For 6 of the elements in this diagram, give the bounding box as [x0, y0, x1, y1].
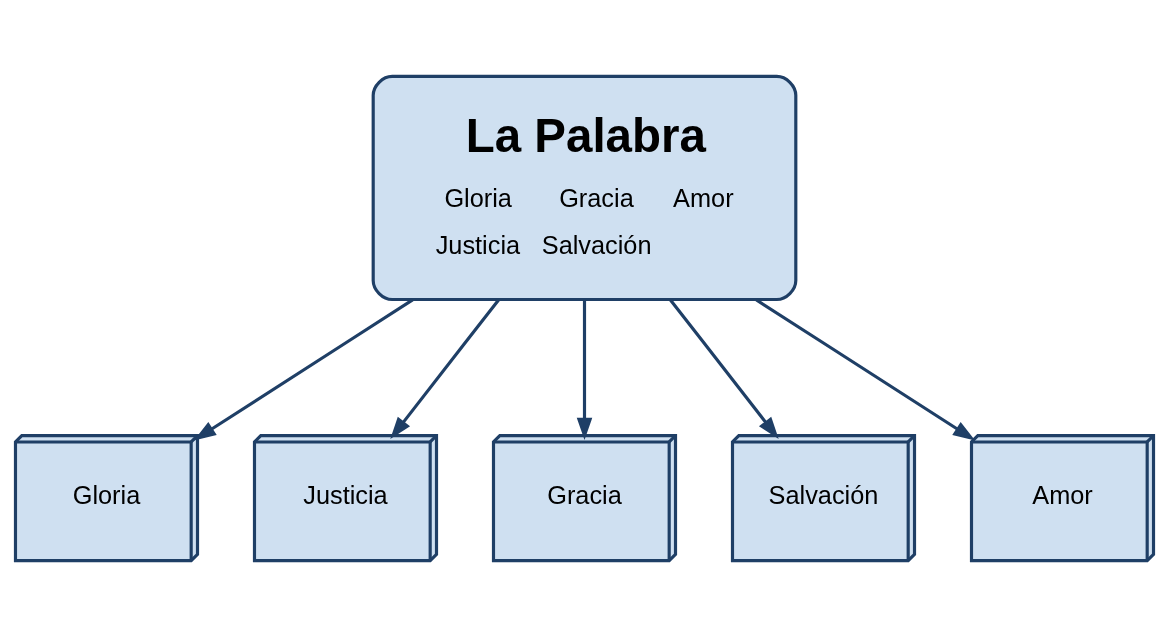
arrow	[390, 298, 500, 439]
arrow	[669, 298, 779, 439]
arrow	[576, 299, 593, 440]
arrow	[193, 298, 414, 440]
node-box: La Palabra Gloria Gracia Amor Justicia Salvación	[371, 74, 798, 301]
arrow	[755, 298, 976, 440]
